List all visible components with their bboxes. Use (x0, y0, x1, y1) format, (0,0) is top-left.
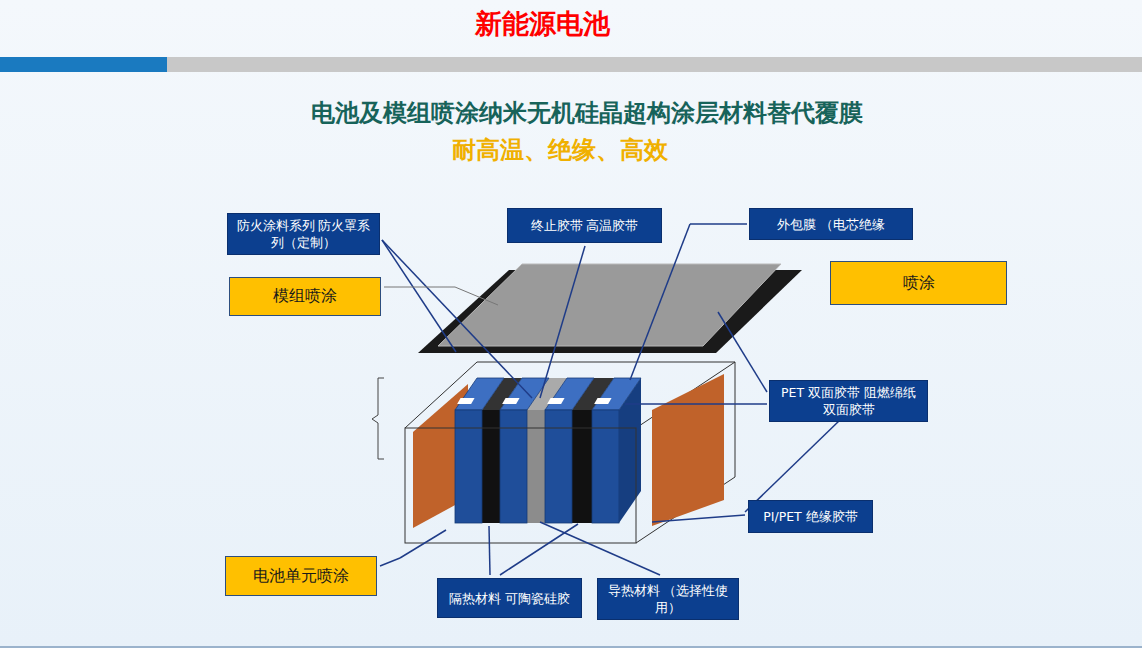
header-bar (167, 57, 1142, 72)
part-label: 隔热材料 可陶瓷硅胶 (449, 590, 570, 607)
part-label-box: PI/PET 绝缘胶带 (748, 500, 873, 533)
module-box (405, 428, 636, 543)
part-label: 防火涂料系列 防火罩系列（定制） (234, 217, 373, 251)
battery-cells (455, 378, 641, 523)
bottom-rule (0, 646, 1142, 648)
page-title: 新能源电池 (0, 6, 1085, 42)
spray-label-box: 喷涂 (830, 261, 1007, 305)
part-label: 电池单元喷涂 (253, 566, 349, 587)
part-label: 模组喷涂 (273, 286, 337, 307)
heading: 电池及模组喷涂纳米无机硅晶超构涂层材料替代覆膜 (0, 97, 1142, 129)
bracket (372, 378, 384, 459)
side-plate (652, 374, 724, 526)
spray-label-box: 电池单元喷涂 (225, 556, 377, 596)
lid-coating (438, 264, 781, 346)
header-bar (0, 57, 167, 72)
part-label: 终止胶带 高温胶带 (531, 217, 639, 234)
module-box (405, 362, 735, 543)
part-label: PI/PET 绝缘胶带 (763, 508, 857, 525)
part-label-box: 终止胶带 高温胶带 (507, 208, 662, 243)
part-label-box: 防火涂料系列 防火罩系列（定制） (227, 213, 380, 255)
subtitle: 耐高温、绝缘、高效 (0, 134, 1120, 166)
part-label-box: PET 双面胶带 阻燃绵纸双面胶带 (769, 380, 928, 422)
part-label: PET 双面胶带 阻燃绵纸双面胶带 (776, 384, 921, 418)
leader-line (384, 287, 498, 305)
part-label: 导热材料 （选择性使用） (604, 582, 732, 616)
part-label-box: 导热材料 （选择性使用） (597, 578, 739, 620)
part-label: 外包膜 （电芯绝缘 (777, 216, 885, 233)
part-label-box: 隔热材料 可陶瓷硅胶 (437, 578, 582, 618)
spray-label-box: 模组喷涂 (229, 277, 381, 316)
part-label-box: 外包膜 （电芯绝缘 (749, 208, 913, 240)
part-label: 喷涂 (903, 273, 935, 294)
